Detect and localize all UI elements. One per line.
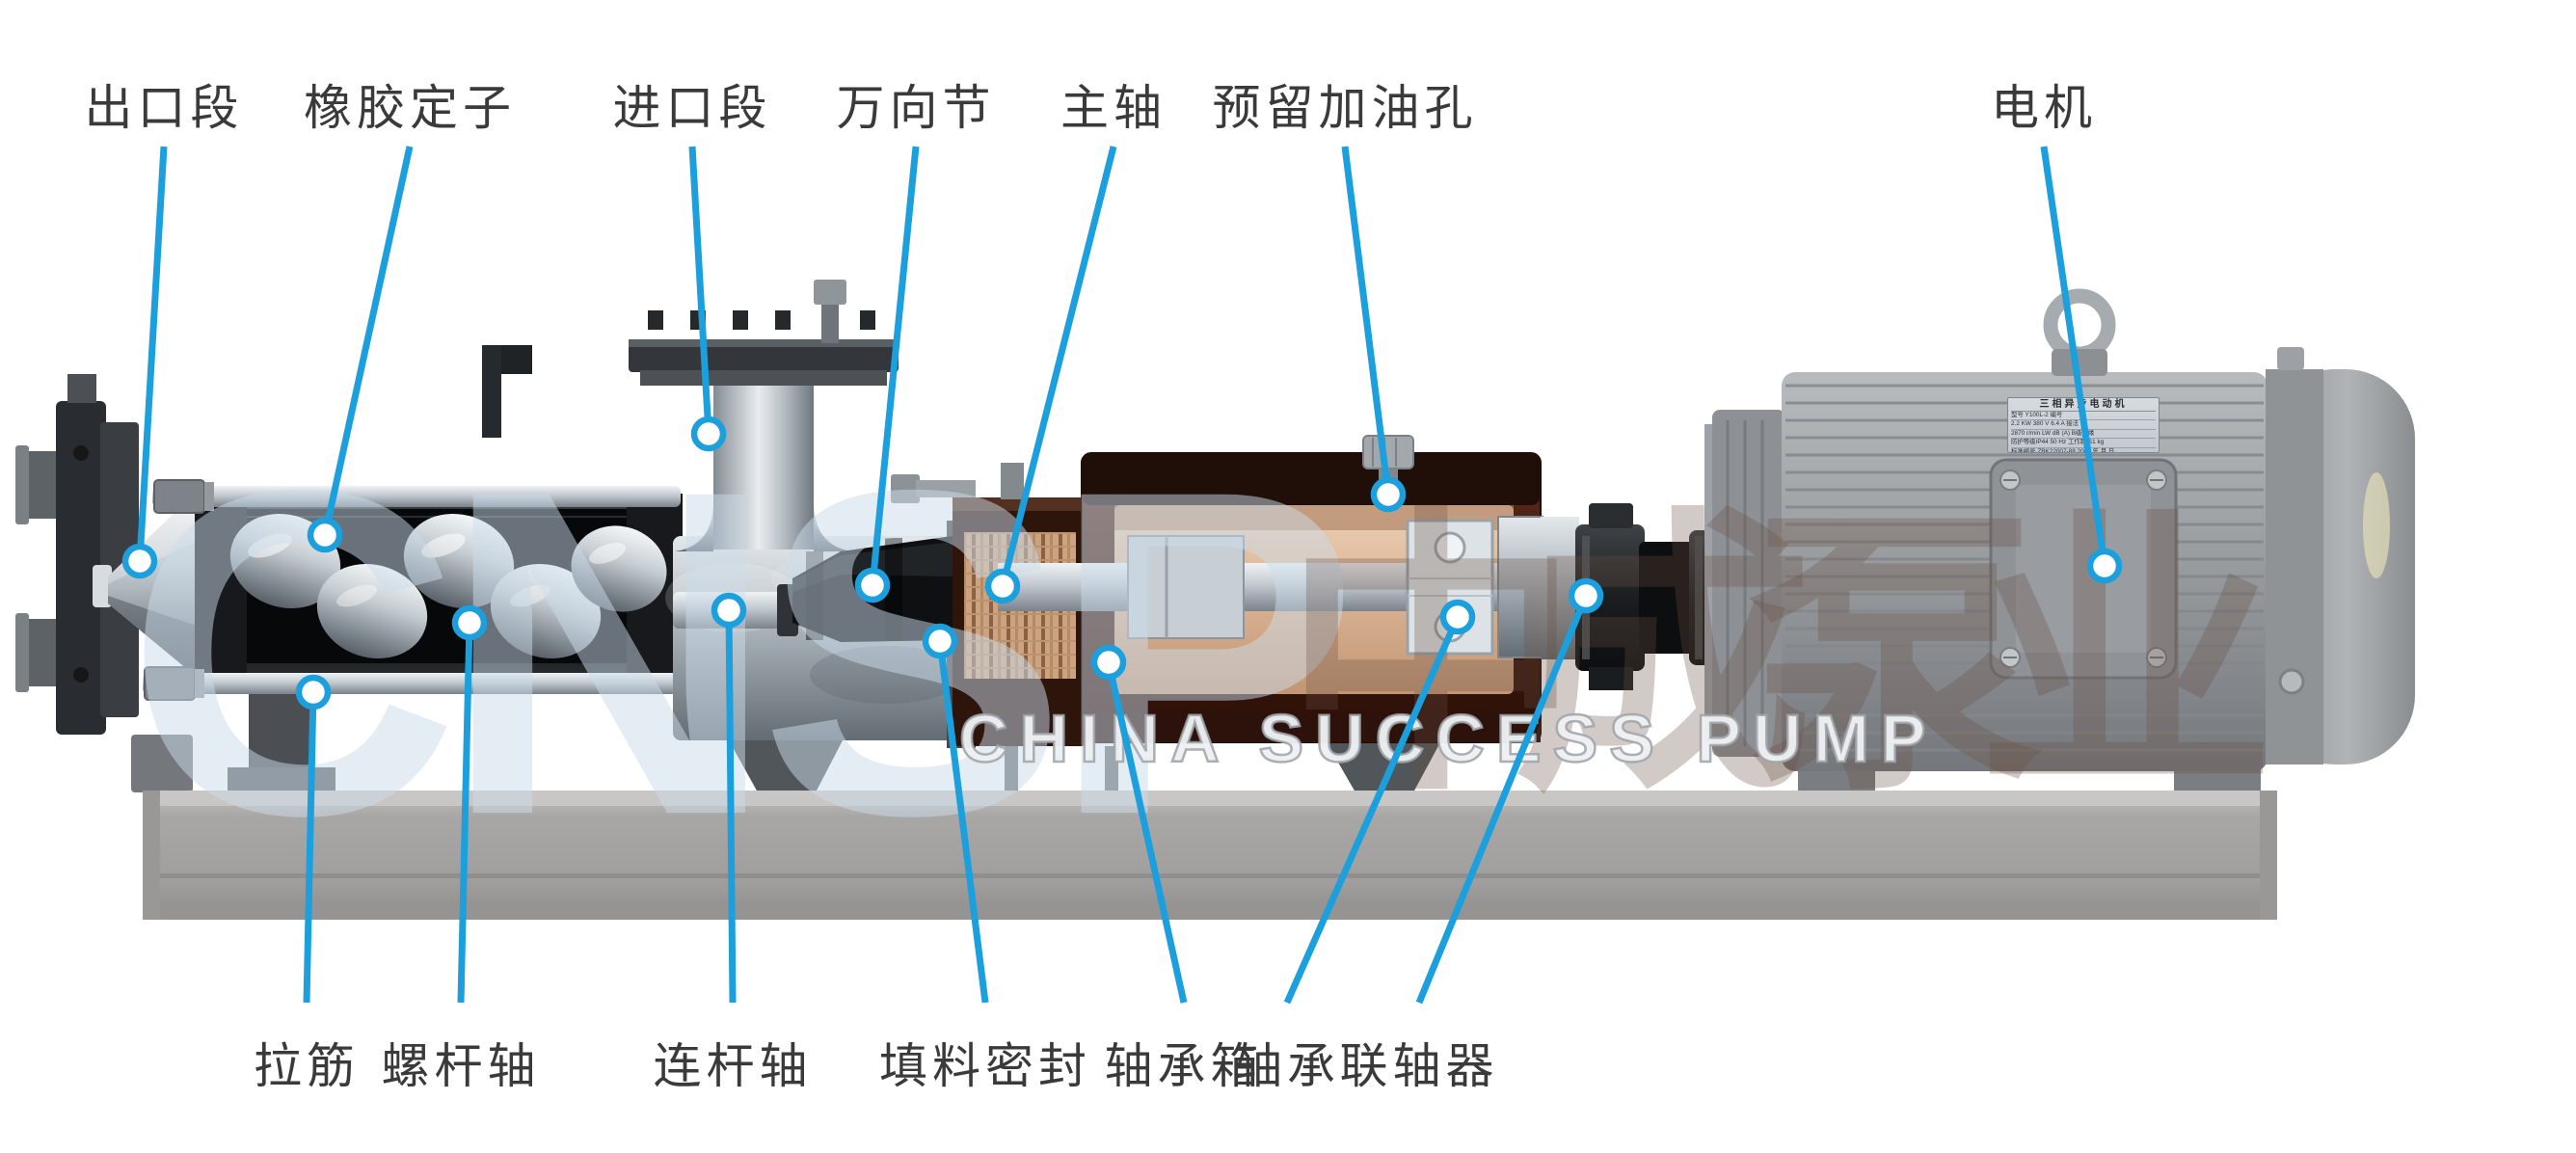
label-bearing: 轴承 <box>1234 1039 1340 1093</box>
label-main-shaft: 主轴 <box>1060 81 1167 135</box>
nameplate-row: 2.2 KW 380 V 6.4 A 接法 Y <box>2011 420 2156 430</box>
label-packing-seal: 填料密封 <box>879 1039 1091 1093</box>
outlet-flange <box>15 374 139 735</box>
label-coupling: 联轴器 <box>1339 1039 1499 1093</box>
label-connecting-rod-shaft: 连杆轴 <box>653 1039 813 1093</box>
nameplate-title: 三相异步电动机 <box>2011 399 2156 412</box>
stator-and-rotor <box>195 494 683 677</box>
label-reserved-oil-hole: 预留加油孔 <box>1212 81 1478 135</box>
tie-rods <box>143 479 681 701</box>
label-inlet-section: 进口段 <box>612 81 772 135</box>
motor-art <box>1704 288 2415 771</box>
nameplate-row: 2870 r/min LW dB (A) B级绝缘 <box>2011 430 2156 440</box>
flange-bolts <box>648 310 875 330</box>
label-rubber-stator: 橡胶定子 <box>304 81 516 135</box>
nameplate-row: 标准编号 ZBK22007-88 2001 年 月 日 <box>2011 448 2156 452</box>
motor-rear-cap <box>2266 347 2415 764</box>
label-universal-joint: 万向节 <box>836 81 996 135</box>
base-frame <box>143 791 2277 920</box>
nameplate-row: 防护等级IP44 50 Hz 工作制 S1 kg <box>2011 439 2156 449</box>
terminal-box <box>1989 458 2178 680</box>
label-screw-shaft: 螺杆轴 <box>381 1039 541 1093</box>
lifting-eye-icon <box>2043 288 2116 376</box>
label-tie-rod: 拉筋 <box>254 1039 360 1093</box>
nameplate-row: 型号 Y100L-2 编号 <box>2011 412 2156 421</box>
label-outlet-section: 出口段 <box>84 81 244 135</box>
label-bearing-box: 轴承箱 <box>1104 1039 1264 1093</box>
label-motor: 电机 <box>1991 81 2097 135</box>
bearing-art <box>1406 519 1494 656</box>
